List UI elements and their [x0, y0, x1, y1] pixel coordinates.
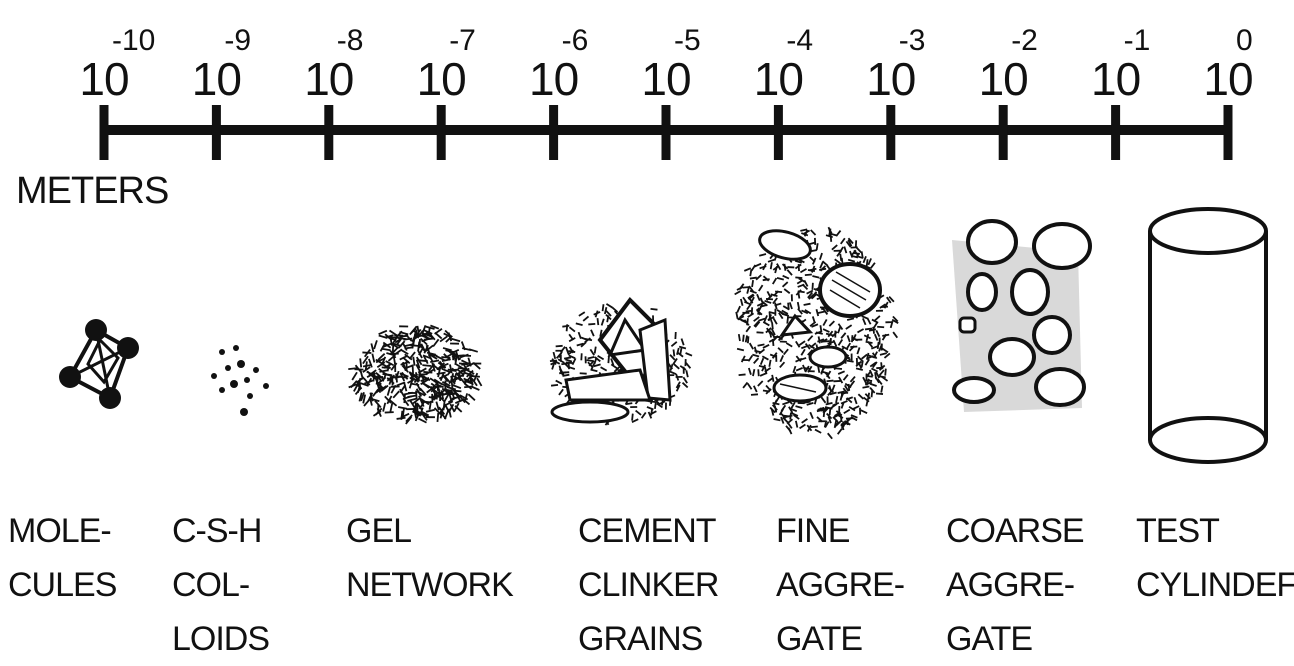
molecule-illustration	[59, 319, 139, 409]
item-label-line: COARSE	[946, 504, 1084, 558]
item-label-line: CEMENT	[578, 504, 718, 558]
item-label-line: COL-	[172, 558, 269, 612]
item-label-line: NETWORK	[346, 558, 513, 612]
fine-aggregate-illustration	[735, 226, 899, 439]
item-label: MOLE-CULES	[8, 504, 116, 612]
item-label-line: LOIDS	[172, 612, 269, 666]
cement-clinker-illustration	[550, 300, 692, 425]
item-label-line: GATE	[946, 612, 1084, 666]
gel-network-illustration	[348, 325, 481, 424]
test-cylinder-illustration	[1150, 209, 1266, 462]
item-label-line: CULES	[8, 558, 116, 612]
item-label-line: FINE	[776, 504, 904, 558]
item-label-line: AGGRE-	[946, 558, 1084, 612]
item-label-line: AGGRE-	[776, 558, 904, 612]
item-label-line: GATE	[776, 612, 904, 666]
item-label-line: CLINKER	[578, 558, 718, 612]
item-label-line: MOLE-	[8, 504, 116, 558]
item-label-line: GRAINS	[578, 612, 718, 666]
item-label-line: CYLINDEF	[1136, 558, 1294, 612]
csh-colloid-illustration	[211, 345, 269, 416]
item-label-line: TEST	[1136, 504, 1294, 558]
item-label-line: GEL	[346, 504, 513, 558]
coarse-aggregate-illustration	[952, 221, 1090, 412]
item-label-line: C-S-H	[172, 504, 269, 558]
